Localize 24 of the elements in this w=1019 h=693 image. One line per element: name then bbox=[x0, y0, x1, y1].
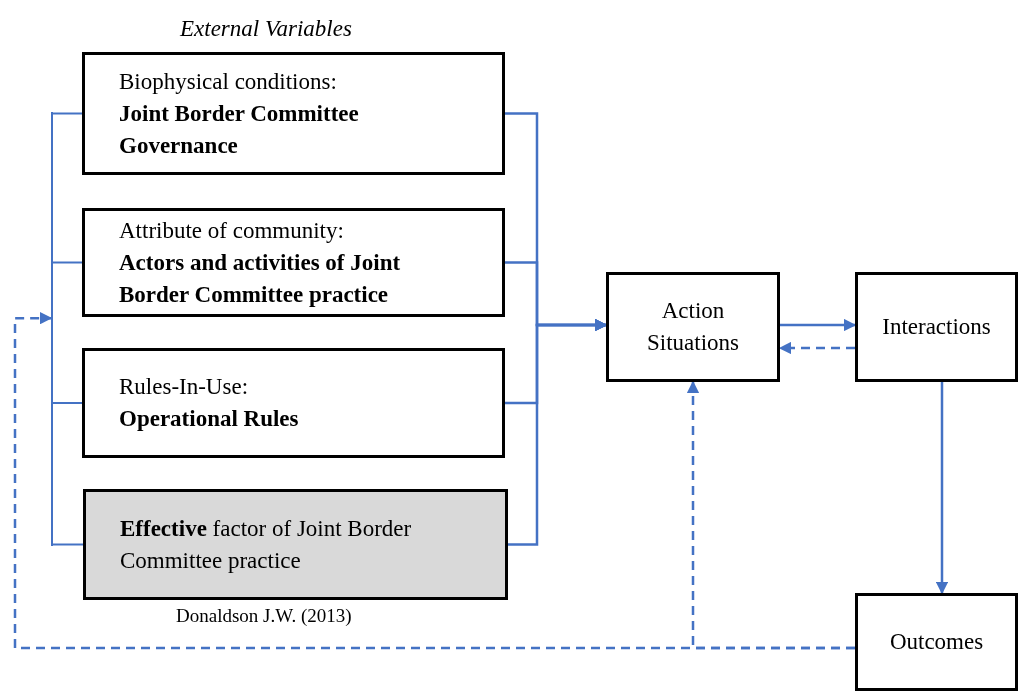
citation: Donaldson J.W. (2013) bbox=[176, 604, 352, 628]
arrow bbox=[935, 382, 949, 595]
box-heading: Rules-In-Use: bbox=[119, 373, 250, 401]
box-heading: Effective factor of Joint Border Committee practice bbox=[120, 514, 413, 575]
process-box bbox=[606, 272, 780, 382]
box-heading: Outcomes bbox=[889, 628, 984, 656]
box-text: Operational Rules bbox=[119, 405, 300, 433]
factor-box bbox=[82, 208, 505, 317]
box-heading: Attribute of community: bbox=[119, 216, 345, 245]
box-heading: Action Situations bbox=[646, 297, 740, 357]
box-heading: Biophysical conditions: bbox=[119, 67, 338, 96]
arrow bbox=[780, 318, 857, 332]
box-text: Joint Border Committee Governance bbox=[119, 99, 360, 160]
factor-box bbox=[83, 489, 508, 600]
box-text: Actors and activities of Joint Border Committee practice bbox=[119, 248, 402, 309]
arrow bbox=[13, 311, 855, 650]
box-heading: Interactions bbox=[882, 313, 991, 341]
process-box bbox=[855, 272, 1018, 382]
factor-box bbox=[82, 348, 505, 458]
factor-box bbox=[82, 52, 505, 175]
arrow bbox=[508, 318, 608, 546]
arrow bbox=[778, 341, 855, 355]
group-heading: External Variables bbox=[180, 15, 352, 43]
process-box bbox=[855, 593, 1018, 691]
